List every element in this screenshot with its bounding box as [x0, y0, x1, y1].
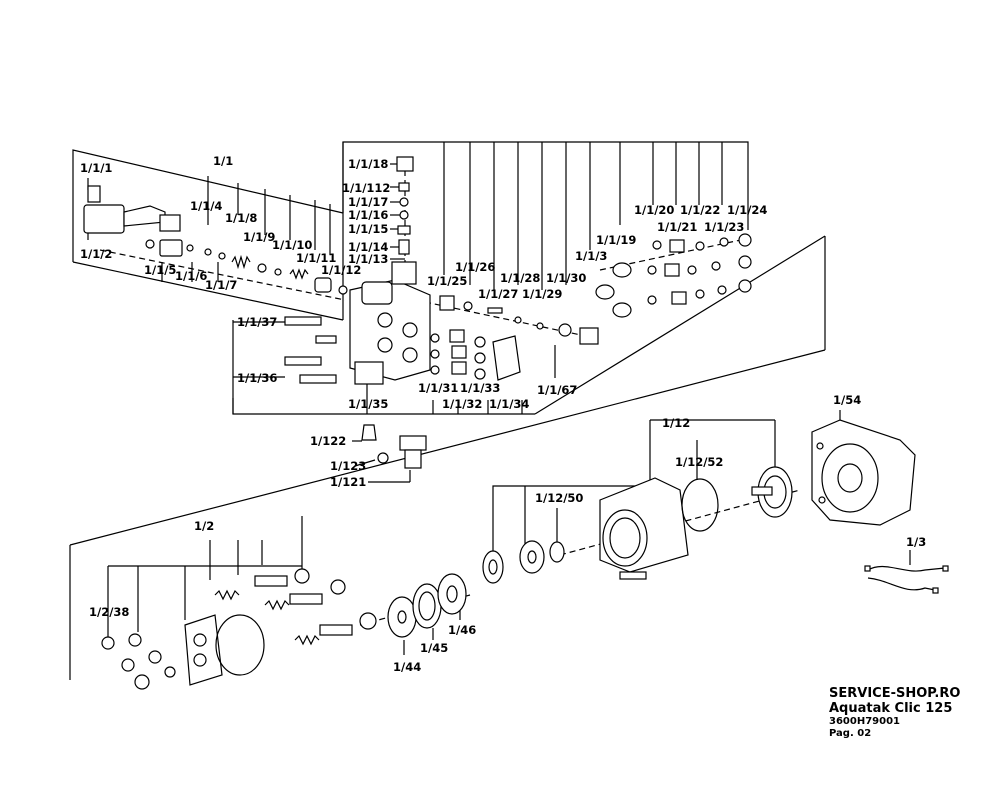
- label-1-1-6: 1/1/6: [175, 269, 207, 283]
- part-valve-stack: [391, 156, 417, 285]
- page-number: Pag. 02: [829, 728, 872, 739]
- label-1-1-23: 1/1/23: [704, 220, 744, 234]
- label-1-1-4: 1/1/4: [190, 199, 222, 213]
- label-1-1-9: 1/1/9: [243, 230, 275, 244]
- label-1-1-27: 1/1/27: [478, 287, 518, 301]
- label-1-1-25: 1/1/25: [427, 274, 467, 288]
- label-1-1-32: 1/1/32: [442, 397, 482, 411]
- leader-lines: [69, 141, 911, 680]
- label-1-1-20: 1/1/20: [634, 203, 674, 217]
- part-fitting: [145, 239, 194, 257]
- part-hose-connectors: [361, 424, 427, 469]
- part-valve-housing: [83, 185, 181, 234]
- label-1-1-15: 1/1/15: [348, 222, 388, 236]
- label-1-12-50: 1/12/50: [535, 491, 583, 505]
- label-1-1-7: 1/1/7: [205, 278, 237, 292]
- part-motor: [811, 419, 916, 526]
- label-1-1-5: 1/1/5: [144, 263, 176, 277]
- part-gear-housing: [599, 477, 719, 580]
- part-wires: [864, 565, 949, 594]
- label-1-1-14: 1/1/14: [348, 240, 388, 254]
- label-1-54: 1/54: [833, 393, 861, 407]
- label-1-1-28: 1/1/28: [500, 271, 540, 285]
- label-1-1-35: 1/1/35: [348, 397, 388, 411]
- label-1-3: 1/3: [906, 535, 926, 549]
- label-1-1-33: 1/1/33: [460, 381, 500, 395]
- part-spring-small: [231, 254, 309, 280]
- part-pistons: [101, 568, 377, 690]
- shop-name: SERVICE-SHOP.RO: [829, 686, 961, 701]
- label-1-1-1: 1/1/1: [80, 161, 112, 175]
- label-1-1-36: 1/1/36: [237, 371, 277, 385]
- label-1-2: 1/2: [194, 519, 214, 533]
- part-bushing: [314, 277, 332, 293]
- part-number: 3600H79001: [829, 716, 900, 727]
- label-1-121: 1/121: [330, 475, 366, 489]
- label-1-1-21: 1/1/21: [657, 220, 697, 234]
- label-1-1-3: 1/1/3: [575, 249, 607, 263]
- part-pump-head: [349, 279, 431, 385]
- label-1-46: 1/46: [448, 623, 476, 637]
- callout-labels: 1/1 1/1/1 1/1/2 1/1/4 1/1/5 1/1/6 1/1/7 …: [80, 154, 926, 674]
- part-check-valves: [430, 329, 521, 381]
- label-1-1-18: 1/1/18: [348, 157, 388, 171]
- label-1-1-17: 1/1/17: [348, 195, 388, 209]
- footer-info: SERVICE-SHOP.RO Aquatak Clic 125 3600H79…: [829, 686, 960, 740]
- label-1-1-11: 1/1/11: [296, 251, 336, 265]
- label-1-1-8: 1/1/8: [225, 211, 257, 225]
- label-1-1-22: 1/1/22: [680, 203, 720, 217]
- label-1-1-30: 1/1/30: [546, 271, 586, 285]
- part-orings-small: [204, 248, 348, 295]
- label-1-45: 1/45: [420, 641, 448, 655]
- label-1-1-19: 1/1/19: [596, 233, 636, 247]
- label-1-1-16: 1/1/16: [348, 208, 388, 222]
- label-1-1-29: 1/1/29: [522, 287, 562, 301]
- part-valve-row: [439, 295, 599, 345]
- part-gear: [751, 466, 793, 518]
- label-1-1-26: 1/1/26: [455, 260, 495, 274]
- label-1-1-31: 1/1/31: [418, 381, 458, 395]
- part-bearings: [482, 540, 565, 584]
- label-1-12-52: 1/12/52: [675, 455, 723, 469]
- parts: [83, 156, 949, 690]
- label-1-1: 1/1: [213, 154, 233, 168]
- model-name: Aquatak Clic 125: [829, 701, 953, 716]
- label-1-122: 1/122: [310, 434, 346, 448]
- label-1-123: 1/123: [330, 459, 366, 473]
- label-1-1-2: 1/1/2: [80, 247, 112, 261]
- label-1-1-112: 1/1/112: [342, 181, 390, 195]
- label-1-1-10: 1/1/10: [272, 238, 312, 252]
- label-1-12: 1/12: [662, 416, 690, 430]
- label-1-1-34: 1/1/34: [489, 397, 529, 411]
- label-1-1-24: 1/1/24: [727, 203, 767, 217]
- part-thrust-washers: [387, 573, 467, 638]
- part-bolts: [284, 316, 337, 384]
- label-1-1-12: 1/1/12: [321, 263, 361, 277]
- label-1-1-67: 1/1/67: [537, 383, 577, 397]
- label-1-1-13: 1/1/13: [348, 252, 388, 266]
- label-1-44: 1/44: [393, 660, 421, 674]
- part-valve-seals: [595, 233, 752, 318]
- label-1-1-37: 1/1/37: [237, 315, 277, 329]
- label-1-2-38: 1/2/38: [89, 605, 129, 619]
